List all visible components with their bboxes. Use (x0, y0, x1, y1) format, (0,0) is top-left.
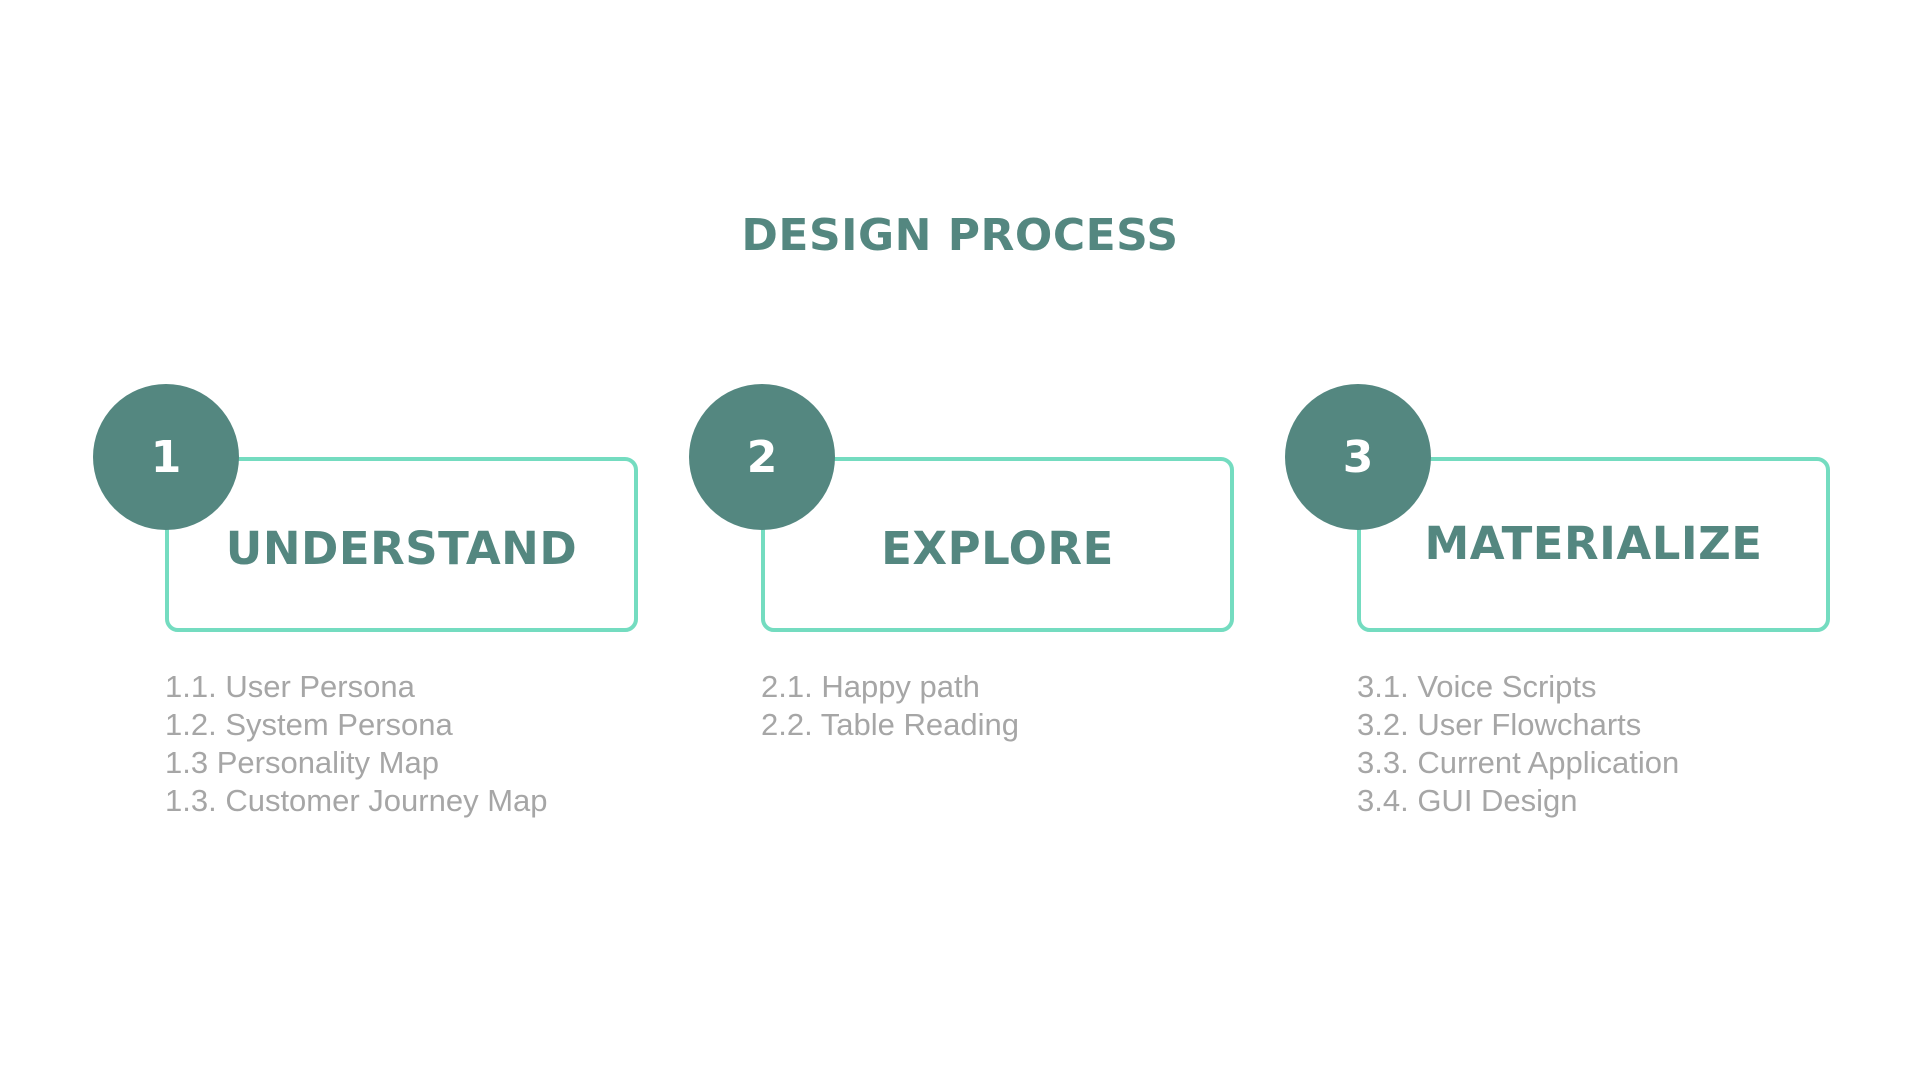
process-step-materialize: MATERIALIZE 3 3.1. Voice Scripts 3.2. Us… (1285, 384, 1865, 824)
step-heading: MATERIALIZE (1424, 517, 1763, 570)
step-item-list: 2.1. Happy path 2.2. Table Reading (761, 668, 1019, 744)
step-number-badge: 2 (689, 384, 835, 530)
list-item: 1.3. Customer Journey Map (165, 783, 548, 818)
list-item: 2.1. Happy path (761, 669, 980, 704)
step-heading: EXPLORE (881, 522, 1114, 575)
list-item: 3.2. User Flowcharts (1357, 707, 1642, 742)
list-item: 1.1. User Persona (165, 669, 415, 704)
list-item: 3.1. Voice Scripts (1357, 669, 1597, 704)
page-title: DESIGN PROCESS (741, 210, 1179, 261)
process-step-understand: UNDERSTAND 1 1.1. User Persona 1.2. Syst… (93, 384, 673, 824)
step-box (165, 457, 638, 632)
step-item-list: 1.1. User Persona 1.2. System Persona 1.… (165, 668, 548, 820)
list-item: 3.3. Current Application (1357, 745, 1680, 780)
step-number-badge: 1 (93, 384, 239, 530)
process-step-explore: EXPLORE 2 2.1. Happy path 2.2. Table Rea… (689, 384, 1269, 824)
list-item: 2.2. Table Reading (761, 707, 1019, 742)
step-item-list: 3.1. Voice Scripts 3.2. User Flowcharts … (1357, 668, 1679, 820)
list-item: 1.3 Personality Map (165, 745, 439, 780)
step-box (1357, 457, 1830, 632)
step-number-badge: 3 (1285, 384, 1431, 530)
list-item: 1.2. System Persona (165, 707, 453, 742)
list-item: 3.4. GUI Design (1357, 783, 1578, 818)
step-box (761, 457, 1234, 632)
step-heading: UNDERSTAND (225, 522, 578, 575)
